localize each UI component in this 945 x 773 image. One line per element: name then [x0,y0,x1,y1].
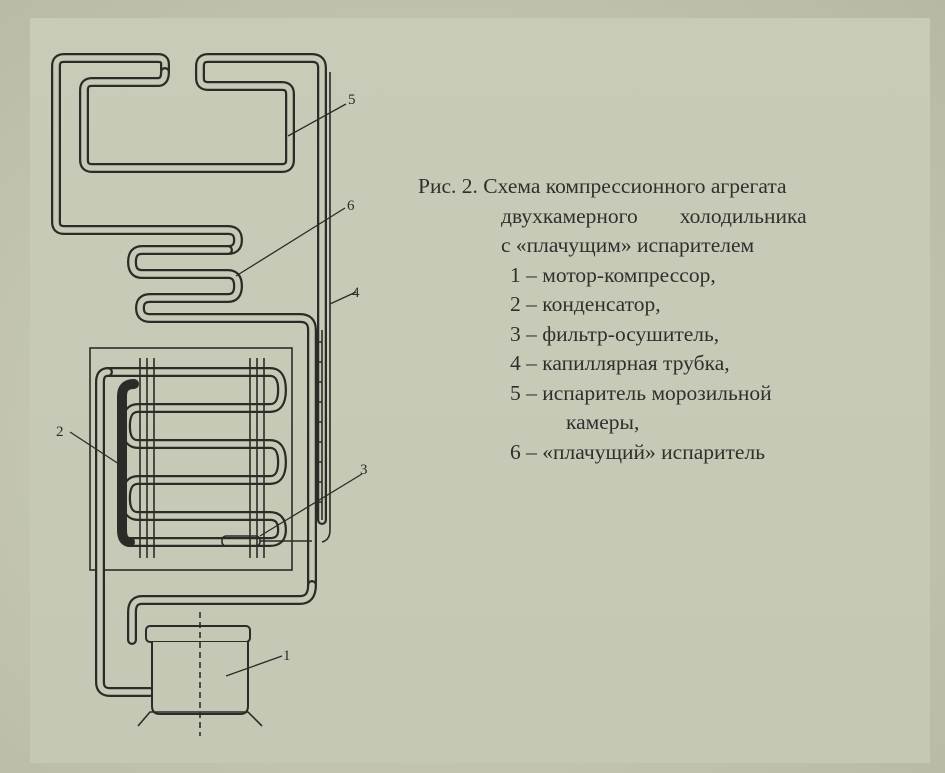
legend-item-6: 6 – «плачущий» испаритель [510,439,765,464]
legend-item-1: 1 – мотор-компрессор, [510,262,716,287]
freezer-evaporator [51,53,327,525]
label-5: 5 [348,92,356,108]
filter-drier [221,535,312,547]
legend-item-2: 2 – конденсатор, [510,292,661,316]
caption-title-1: Схема компрессионного агрегата [483,174,787,198]
legend-item-5: 5 – испаритель морозильной [510,380,772,405]
label-6: 6 [347,198,355,214]
caption-prefix: Рис. 2. [418,174,478,198]
weeping-evaporator [127,245,317,590]
label-2: 2 [56,424,64,440]
capillary-tube [316,72,331,543]
caption-title-2b: холодильника [679,203,807,228]
caption-line-1: Рис. 2. Схема компрессионного агрегата [418,172,918,202]
caption-line-2: двухкамерного холодильника [418,202,918,232]
caption-title-2a: двухкамерного [501,203,638,228]
figure-caption: Рис. 2. Схема компрессионного агрегата д… [418,172,918,467]
caption-line-3: с «плачущим» испарителем [501,233,755,257]
condenser [89,347,293,697]
label-4: 4 [352,285,360,301]
label-3: 3 [360,462,368,478]
leaders [69,103,363,677]
label-1: 1 [283,648,291,664]
compressor [127,580,317,736]
legend-item-4: 4 – капиллярная трубка, [510,351,730,375]
legend-item-5-cont: камеры, [566,410,640,434]
legend-item-3: 3 – фильтр-осушитель, [510,321,720,346]
